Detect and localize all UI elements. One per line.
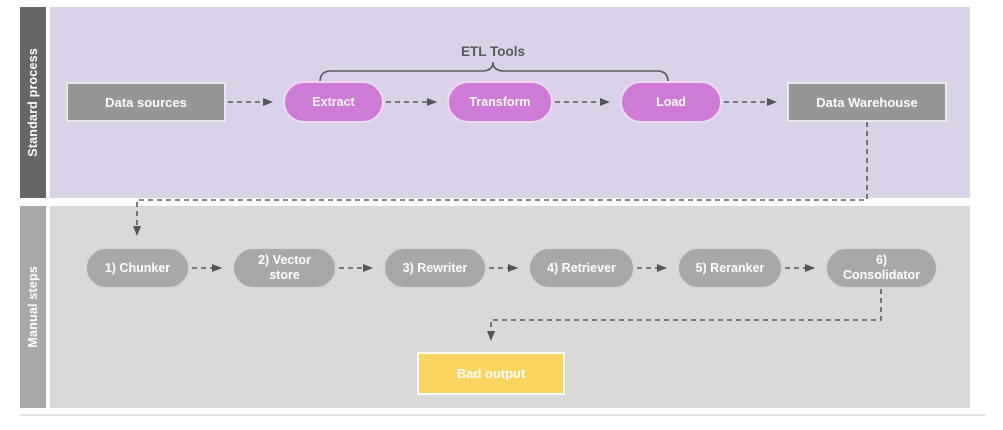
node-extract: Extract — [283, 81, 384, 123]
node-rewriter: 3) Rewriter — [383, 247, 487, 289]
node-bad-output: Bad output — [417, 352, 565, 395]
lane-label-manual-steps: Manual steps — [20, 206, 46, 408]
node-data-warehouse: Data Warehouse — [787, 82, 947, 122]
etl-tools-label: ETL Tools — [461, 44, 525, 59]
node-data-sources: Data sources — [66, 82, 226, 122]
node-chunker: 1) Chunker — [85, 247, 190, 289]
bottom-divider — [20, 414, 985, 416]
lane-label-standard-process-text: Standard process — [26, 48, 40, 157]
lane-label-standard-process: Standard process — [20, 7, 46, 198]
node-transform: Transform — [447, 81, 553, 123]
node-vector-store: 2) Vector store — [232, 247, 337, 289]
node-reranker: 5) Reranker — [677, 247, 783, 289]
node-retriever: 4) Retriever — [528, 247, 635, 289]
node-load: Load — [620, 81, 722, 123]
node-consolidator: 6) Consolidator — [825, 247, 938, 289]
lane-label-manual-steps-text: Manual steps — [26, 266, 40, 348]
